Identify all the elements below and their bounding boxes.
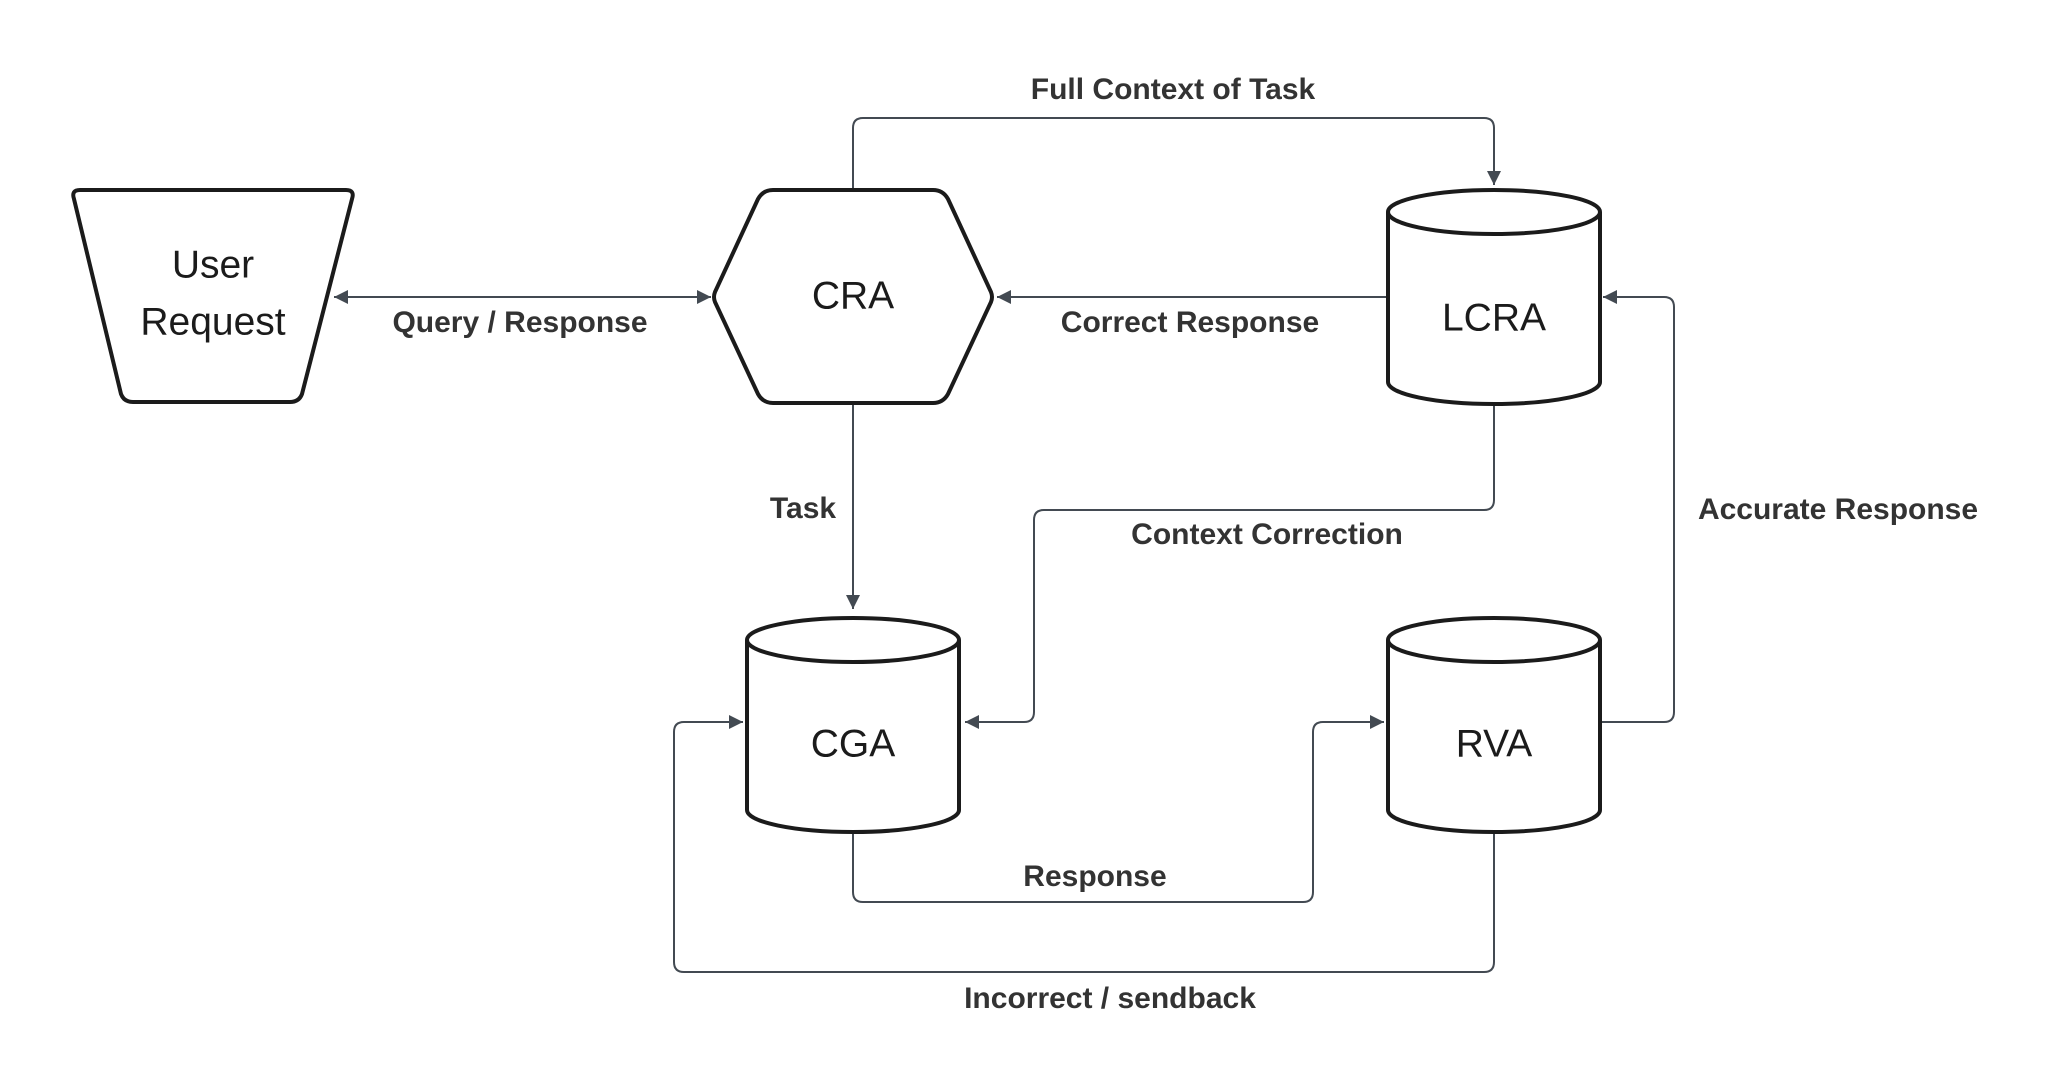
edge-response: [852, 715, 1384, 903]
label-query-response: Query / Response: [392, 306, 647, 339]
edge-full-context-line: [852, 117, 1501, 190]
node-cra: CRA: [712, 188, 994, 405]
edge-full-context: [852, 117, 1501, 190]
edge-context-correction: [965, 404, 1495, 729]
trapezoid-shape: [71, 188, 355, 404]
cylinder-body: [1386, 212, 1602, 406]
rva-label: RVA: [1456, 722, 1533, 765]
label-correct-response: Correct Response: [1061, 306, 1319, 339]
user-request-label-line1: User: [172, 243, 254, 286]
node-rva: RVA: [1386, 616, 1602, 834]
cga-label: CGA: [811, 722, 896, 765]
edge-incorrect-sendback: [673, 715, 1495, 973]
cylinder-body: [1386, 640, 1602, 834]
node-user-request: User Request: [71, 188, 355, 404]
hexagon-shape: [712, 188, 994, 405]
cylinder-top: [1386, 616, 1602, 664]
cylinder-top: [1386, 188, 1602, 236]
label-response: Response: [1023, 860, 1166, 893]
user-request-label-line2: Request: [140, 300, 285, 343]
node-lcra: LCRA: [1386, 188, 1602, 406]
cylinder-body: [745, 640, 961, 834]
label-context-correction: Context Correction: [1131, 518, 1403, 551]
lcra-label: LCRA: [1442, 296, 1546, 339]
edge-context-correction-line: [965, 404, 1495, 729]
cra-label: CRA: [812, 274, 894, 317]
node-cga: CGA: [745, 616, 961, 834]
label-incorrect-sendback: Incorrect / sendback: [964, 982, 1256, 1015]
label-task: Task: [770, 492, 836, 525]
edge-incorrect-sendback-line: [673, 715, 1495, 973]
label-accurate-response: Accurate Response: [1698, 493, 1978, 526]
edge-accurate-response: [1601, 290, 1675, 723]
edge-accurate-response-line: [1601, 290, 1675, 723]
label-full-context: Full Context of Task: [1031, 73, 1316, 106]
edge-response-line: [852, 715, 1384, 903]
cylinder-top: [745, 616, 961, 664]
